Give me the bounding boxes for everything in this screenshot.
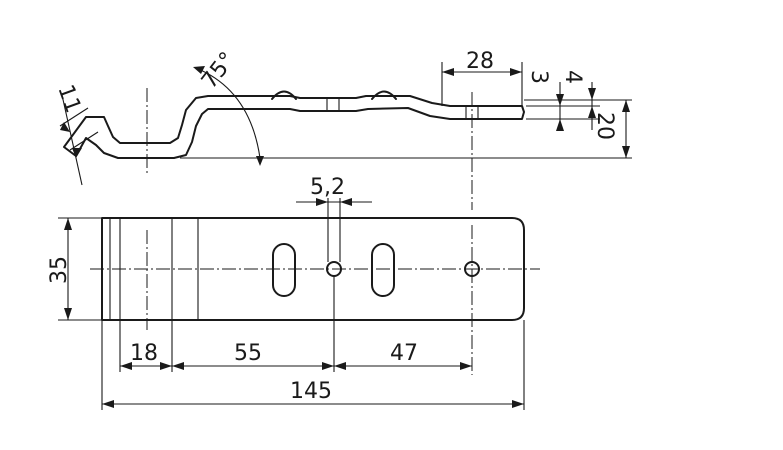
boss-1 bbox=[271, 90, 297, 100]
hole-arrow-l bbox=[316, 198, 328, 206]
dim4-arrow-b bbox=[588, 106, 596, 118]
top-view bbox=[90, 217, 540, 375]
thickness-label: 11 bbox=[52, 82, 85, 117]
dim3-arrow-a bbox=[556, 94, 564, 106]
angle-label: 75° bbox=[197, 48, 241, 94]
thickness-dim-line bbox=[61, 94, 83, 186]
dim55-label: 55 bbox=[234, 341, 262, 366]
dim4-label: 4 bbox=[560, 70, 585, 84]
thickness-arrow-1 bbox=[60, 122, 70, 132]
hole-dimension: 5,2 bbox=[296, 175, 372, 262]
thickness-ext-2 bbox=[69, 131, 99, 151]
dim28-arrow-l bbox=[442, 68, 454, 76]
dim20-arrow-b bbox=[622, 146, 630, 158]
angle-arrow-top bbox=[193, 66, 205, 74]
dim47-arrow-r bbox=[460, 362, 472, 370]
dim55-arrow-r bbox=[322, 362, 334, 370]
angle-dimension: 75° bbox=[193, 48, 264, 166]
slot-1 bbox=[272, 243, 296, 297]
slot-length-dimension: 28 bbox=[441, 49, 523, 106]
dim18-label: 18 bbox=[130, 341, 158, 366]
dim28-label: 28 bbox=[466, 49, 494, 74]
dim145-label: 145 bbox=[290, 379, 332, 404]
dim18-arrow-r bbox=[160, 362, 172, 370]
dim47-arrow-l bbox=[334, 362, 346, 370]
boss-2 bbox=[371, 90, 397, 100]
side-view-profile bbox=[63, 95, 525, 159]
dim20-label: 20 bbox=[592, 112, 617, 140]
dim47-label: 47 bbox=[390, 341, 418, 366]
width-arrow-bottom bbox=[64, 308, 72, 320]
angle-arc bbox=[195, 67, 261, 159]
slot-2 bbox=[371, 243, 395, 297]
hole-arrow-r bbox=[340, 198, 352, 206]
plate-outline bbox=[101, 217, 525, 321]
dim55-arrow-l bbox=[172, 362, 184, 370]
width-dimension: 35 bbox=[47, 217, 102, 321]
dim20-arrow-a bbox=[622, 100, 630, 112]
dim3-label: 3 bbox=[526, 70, 551, 84]
right-dimensions: 3 4 20 bbox=[180, 70, 632, 159]
thickness-arrow-2 bbox=[72, 148, 82, 158]
thickness-ext-1 bbox=[59, 107, 89, 127]
hole-dim-label: 5,2 bbox=[310, 175, 345, 200]
dim3-arrow-b bbox=[556, 119, 564, 131]
length-dimensions: 18 55 47 145 bbox=[101, 276, 525, 410]
width-arrow-top bbox=[64, 218, 72, 230]
flange-line bbox=[63, 146, 77, 157]
width-label: 35 bbox=[47, 256, 72, 284]
side-view bbox=[63, 88, 525, 210]
dim18-arrow-l bbox=[120, 362, 132, 370]
dim145-arrow-l bbox=[102, 400, 114, 408]
dim4-arrow-a bbox=[588, 88, 596, 100]
dim145-arrow-r bbox=[512, 400, 524, 408]
dim28-arrow-r bbox=[510, 68, 522, 76]
